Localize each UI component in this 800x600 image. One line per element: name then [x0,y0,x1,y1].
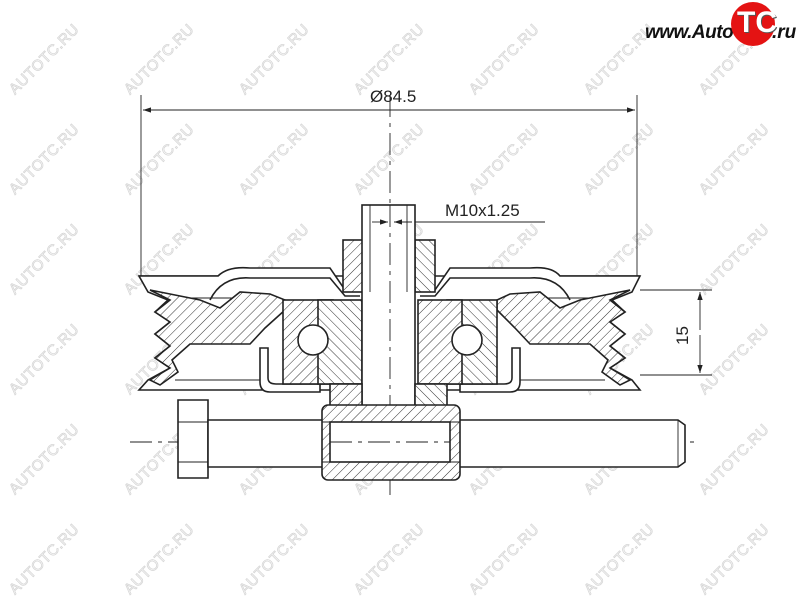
watermark-text: AUTOTC.RU [121,121,198,198]
watermark-text: AUTOTC.RU [466,121,543,198]
height-dimension: 15 [640,289,712,376]
bearing-ball-right [451,324,483,356]
nut-left [342,239,364,293]
watermark-text: AUTOTC.RU [696,221,773,298]
watermark-text: AUTOTC.RU [696,421,773,498]
watermark-text: AUTOTC.RU [6,121,83,198]
bearing-ball-left [297,324,329,356]
logo-circle [731,2,775,46]
watermark-text: AUTOTC.RU [6,21,83,98]
logo-prefix: www.Auto [645,22,734,43]
diameter-label: Ø84.5 [370,87,416,106]
watermark-text: AUTOTC.RU [351,121,428,198]
logo-mark: TC [737,6,777,39]
logo-suffix: .ru [772,22,797,43]
watermark-text: AUTOTC.RU [6,421,83,498]
watermark-text: AUTOTC.RU [236,21,313,98]
watermark-text: AUTOTC.RU [581,521,658,598]
watermark-text: AUTOTC.RU [236,121,313,198]
watermark-text: AUTOTC.RU [236,521,313,598]
diameter-dimension: Ø84.5 [140,87,638,276]
nut-right [414,239,436,293]
watermark-text: AUTOTC.RU [696,121,773,198]
watermark-text: AUTOTC.RU [696,521,773,598]
height-label: 15 [673,326,692,345]
bearing [282,299,498,385]
watermark-text: AUTOTC.RU [6,521,83,598]
watermark-text: AUTOTC.RU [351,521,428,598]
stud [361,204,416,411]
thread-callout: M10x1.25 [372,201,545,225]
watermark-text: AUTOTC.RU [121,521,198,598]
watermark-text: AUTOTC.RU [6,321,83,398]
bolt [130,399,695,481]
watermark-text: AUTOTC.RU [581,121,658,198]
watermark-text: AUTOTC.RU [121,21,198,98]
watermark-text: AUTOTC.RU [466,21,543,98]
watermark-text: AUTOTC.RU [696,321,773,398]
autotc-logo[interactable]: www.Auto TC .ru [645,2,797,50]
watermark-text: AUTOTC.RU [6,221,83,298]
watermark-text: AUTOTC.RU [466,521,543,598]
thread-label: M10x1.25 [445,201,520,220]
